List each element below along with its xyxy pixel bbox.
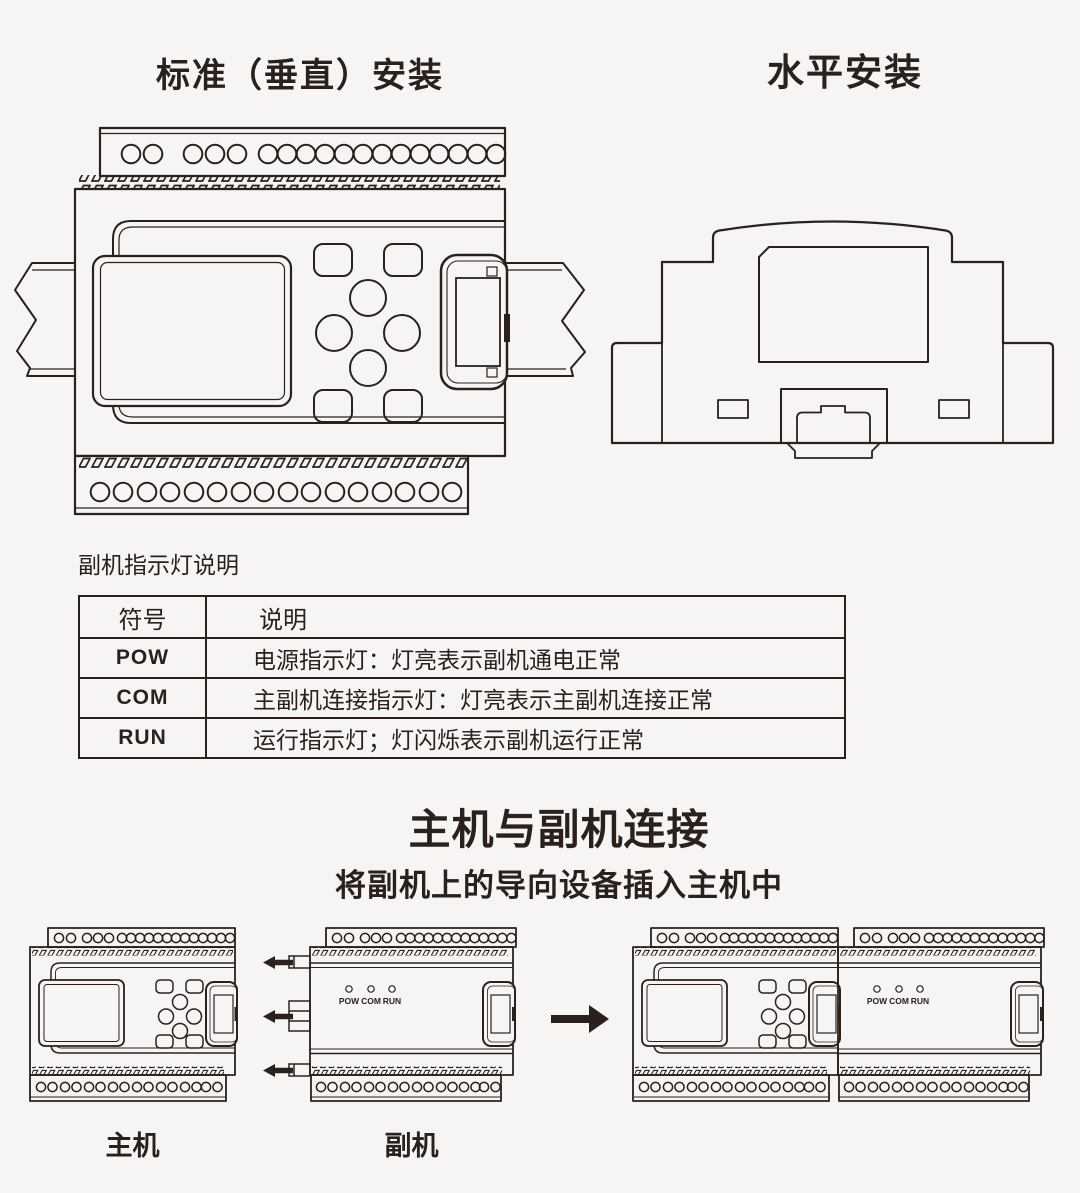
vent-teeth-bottom <box>79 457 467 470</box>
arrow-left-icon <box>263 1010 293 1023</box>
assembled-master-device <box>632 927 842 1102</box>
table-row: COM 主副机连接指示灯：灯亮表示主副机连接正常 <box>80 677 844 717</box>
symbol-com: COM <box>80 679 207 717</box>
vent-teeth-top <box>79 175 500 188</box>
slave-device <box>309 927 517 1102</box>
description-com: 主副机连接指示灯：灯亮表示主副机连接正常 <box>253 687 713 713</box>
expansion-port <box>439 253 510 391</box>
arrow-left-icons <box>263 956 293 1077</box>
master-device <box>29 927 239 1102</box>
connection-diagram <box>29 927 1045 1102</box>
keypad <box>313 243 423 423</box>
rail-clip-latch <box>786 442 881 459</box>
symbol-run: RUN <box>80 719 207 757</box>
description-pow: 电源指示灯：灯亮表示副机通电正常 <box>253 647 621 673</box>
indicator-table-heading: 副机指示灯说明 <box>78 552 239 578</box>
connection-subtitle: 将副机上的导向设备插入主机中 <box>335 868 783 903</box>
slave-guide-pins <box>288 955 311 1077</box>
arrow-right-icon <box>551 1005 609 1033</box>
table-row: RUN 运行指示灯；灯闪烁表示副机运行正常 <box>80 717 844 757</box>
slave-label: 副机 <box>384 1131 439 1161</box>
arrow-left-icon <box>263 1064 293 1077</box>
table-row: POW 电源指示灯：灯亮表示副机通电正常 <box>80 637 844 677</box>
rail-clip-slot <box>780 388 888 444</box>
horizontal-install-title: 水平安装 <box>767 53 923 94</box>
description-run: 运行指示灯；灯闪烁表示副机运行正常 <box>253 727 644 753</box>
vertical-install-diagram <box>14 126 586 516</box>
col-header-description: 说明 <box>259 606 307 634</box>
table-header-row: 符号 说明 <box>80 597 844 637</box>
din-rail <box>14 262 586 377</box>
side-screen <box>758 246 929 363</box>
indicator-table: 符号 说明 POW 电源指示灯：灯亮表示副机通电正常 COM 主副机连接指示灯：… <box>78 595 846 759</box>
terminals-top <box>120 143 507 165</box>
col-header-symbol: 符号 <box>80 597 207 637</box>
assembled-slave-device <box>837 927 1045 1102</box>
connection-title: 主机与副机连接 <box>408 806 710 853</box>
horizontal-install-diagram <box>610 220 1055 459</box>
vertical-install-title: 标准（垂直）安装 <box>156 58 444 95</box>
symbol-pow: POW <box>80 639 207 677</box>
terminals-bottom <box>89 481 463 503</box>
arrow-left-icon <box>263 956 293 969</box>
horizontal-profile <box>610 220 1055 459</box>
lcd-screen <box>91 254 293 408</box>
master-label: 主机 <box>105 1131 160 1161</box>
